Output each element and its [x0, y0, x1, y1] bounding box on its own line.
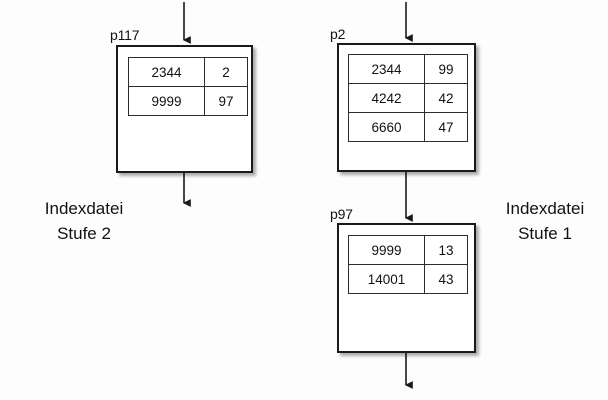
table-row[interactable]: 9999 97: [128, 86, 248, 116]
page-label-p2: p2: [330, 26, 346, 42]
table-row[interactable]: 6660 47: [348, 112, 468, 142]
label-index-level-1-line2: Stufe 1: [518, 223, 572, 243]
label-index-level-2-line1: Indexdatei: [44, 199, 124, 218]
label-index-level-2-line2: Stufe 2: [57, 223, 111, 243]
table-row[interactable]: 2344 99: [348, 54, 468, 84]
cell-pointer: 97: [204, 86, 248, 116]
cell-pointer: 2: [204, 57, 248, 87]
cell-pointer: 47: [424, 112, 468, 142]
page-label-p117: p117: [110, 27, 140, 43]
table-row[interactable]: 9999 13: [348, 235, 468, 265]
cell-key: 4242: [348, 83, 425, 113]
cell-key: 6660: [348, 112, 425, 142]
label-index-level-1-line1: Indexdatei: [505, 199, 585, 218]
label-index-level-2: Indexdatei Stufe 2: [14, 197, 154, 246]
cell-pointer: 99: [424, 54, 468, 84]
key-table-p2: 2344 99 4242 42 6660 47: [348, 54, 468, 142]
page-label-p97: p97: [330, 206, 353, 222]
table-row[interactable]: 4242 42: [348, 83, 468, 113]
key-table-p117: 2344 2 9999 97: [128, 57, 248, 116]
cell-key: 2344: [348, 54, 425, 84]
cell-pointer: 13: [424, 235, 468, 265]
table-row[interactable]: 14001 43: [348, 264, 468, 294]
key-table-p97: 9999 13 14001 43: [348, 235, 468, 294]
label-index-level-1: Indexdatei Stufe 1: [490, 197, 600, 246]
cell-key: 9999: [348, 235, 425, 265]
cell-pointer: 43: [424, 264, 468, 294]
cell-key: 14001: [348, 264, 425, 294]
table-row[interactable]: 2344 2: [128, 57, 248, 87]
cell-pointer: 42: [424, 83, 468, 113]
cell-key: 9999: [128, 86, 205, 116]
cell-key: 2344: [128, 57, 205, 87]
